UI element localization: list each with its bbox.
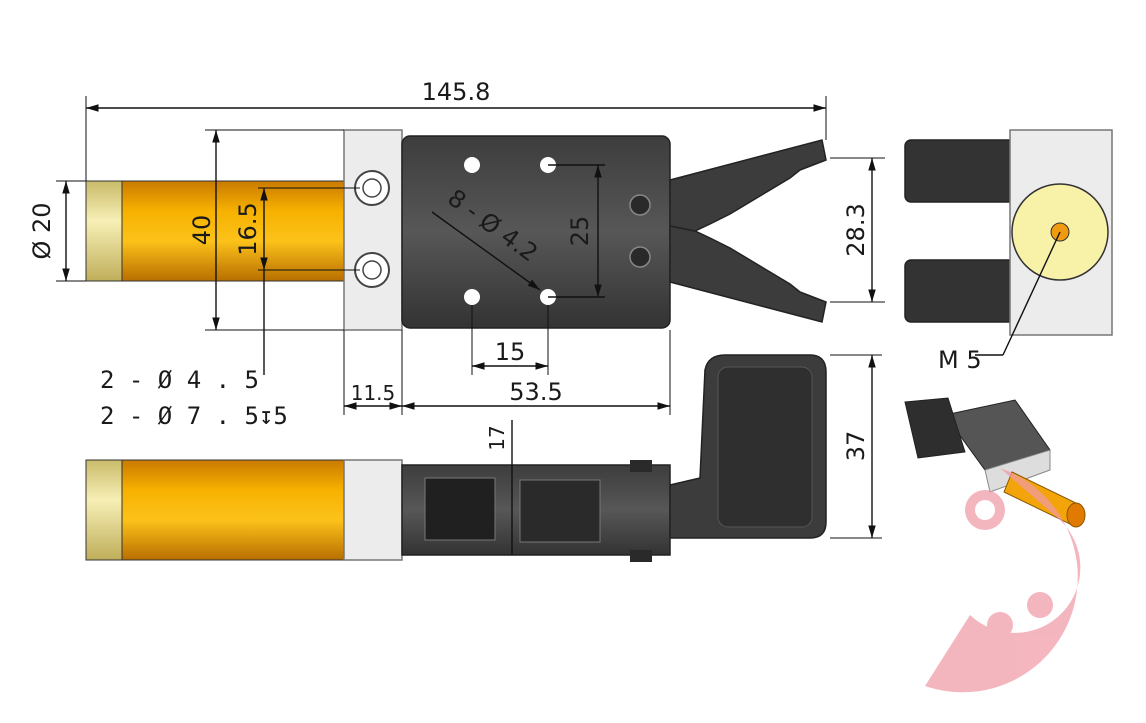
screw-head [629, 194, 651, 216]
dim-body-diameter: Ø 20 [28, 202, 56, 259]
hole-note-line2: 2 - Ø 7 . 5↧5 [100, 402, 288, 430]
dim-hole-pitch: 16.5 [234, 202, 262, 255]
dim-jaw-opening: 28.3 [842, 203, 870, 256]
robot-logo-icon [925, 468, 1081, 693]
dim-overall-length: 145.8 [422, 78, 491, 106]
dim-thread: M 5 [938, 346, 982, 374]
cylinder-body [121, 180, 345, 282]
dim-height-37: 37 [842, 431, 870, 462]
hole-note-line1: 2 - Ø 4 . 5 [100, 366, 259, 394]
top-view [85, 129, 827, 331]
hole-note-line2-text: 2 - Ø 7 . 5 [100, 402, 259, 430]
mount-block [343, 129, 403, 331]
dim-width-11-5: 11.5 [351, 381, 396, 405]
lower-jaw [669, 225, 827, 323]
dim-width-53-5: 53.5 [509, 378, 562, 406]
depth-value: 5 [273, 402, 287, 430]
cylinder-body [121, 459, 345, 561]
depth-symbol-icon: ↧ [259, 402, 273, 430]
upper-jaw [669, 139, 827, 237]
housing-hole [464, 289, 480, 305]
screw-head [629, 246, 651, 268]
gripper-housing [401, 135, 671, 329]
dim-height-40: 40 [188, 215, 216, 246]
end-view [904, 129, 1113, 336]
dim-thickness-17: 17 [485, 425, 509, 450]
mount-block [343, 459, 403, 561]
end-cap [85, 459, 123, 561]
housing-hole [464, 157, 480, 173]
dimension-lines [56, 96, 1061, 555]
end-cap [85, 180, 123, 282]
upper-finger [904, 139, 1016, 203]
dim-hole-spacing-25: 25 [566, 216, 594, 247]
dim-hole-spacing-15: 15 [495, 338, 526, 366]
side-view [85, 354, 827, 562]
lower-finger [904, 259, 1016, 323]
